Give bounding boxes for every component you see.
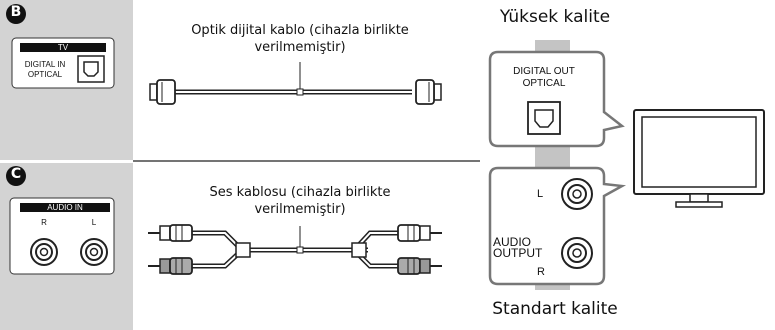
rca-cable-label-2: verilmemiştir) <box>254 202 346 217</box>
tv-icon <box>633 109 765 208</box>
audio-output-jack-r-icon <box>561 237 593 269</box>
tv-header-label: TV <box>57 43 69 52</box>
digital-out-label-1: DIGITAL OUT <box>513 66 575 77</box>
audio-output-label-1: AUDIO <box>493 235 532 249</box>
section-c-marker <box>6 166 26 186</box>
optical-cable <box>149 62 442 105</box>
audio-output-r-label: R <box>537 266 545 278</box>
audio-in-header-bar <box>20 203 110 212</box>
audio-output-label-2: OUTPUT <box>493 246 543 260</box>
tv-port-label-1: DIGITAL IN <box>24 60 66 69</box>
rca-jack-l-icon <box>80 238 108 266</box>
audio-in-header-label: AUDIO IN <box>47 203 83 212</box>
rca-cable <box>148 224 442 275</box>
audio-in-r-label: R <box>41 218 47 227</box>
audio-in-l-label: L <box>91 218 97 227</box>
audio-output-l-label: L <box>537 188 544 200</box>
optical-cable-label-2: verilmemiştir) <box>254 40 346 55</box>
high-quality-label: Yüksek kalite <box>499 7 611 27</box>
digital-out-optical-shape-icon <box>534 109 554 128</box>
rca-cable-label-1: Ses kablosu (cihazla birlikte <box>209 185 391 200</box>
tv-optical-port-icon <box>77 55 105 83</box>
tv-header-bar <box>20 43 106 52</box>
section-c-marker-label: C <box>10 166 22 182</box>
audio-output-jack-l-icon <box>561 178 593 210</box>
optical-cable-label-1: Optik dijital kablo (cihazla birlikte <box>191 23 409 38</box>
audio-output-callout <box>488 166 627 286</box>
digital-out-port-icon <box>527 101 561 135</box>
digital-out-callout <box>488 50 625 148</box>
rca-jack-r-icon <box>30 238 58 266</box>
digital-out-label-2: OPTICAL <box>522 78 566 89</box>
section-b-marker <box>6 4 26 24</box>
standard-quality-label: Standart kalite <box>492 299 618 319</box>
tv-port-label-2: OPTICAL <box>27 70 63 79</box>
section-b-marker-label: B <box>10 4 22 20</box>
optical-port-shape-icon <box>83 61 99 77</box>
